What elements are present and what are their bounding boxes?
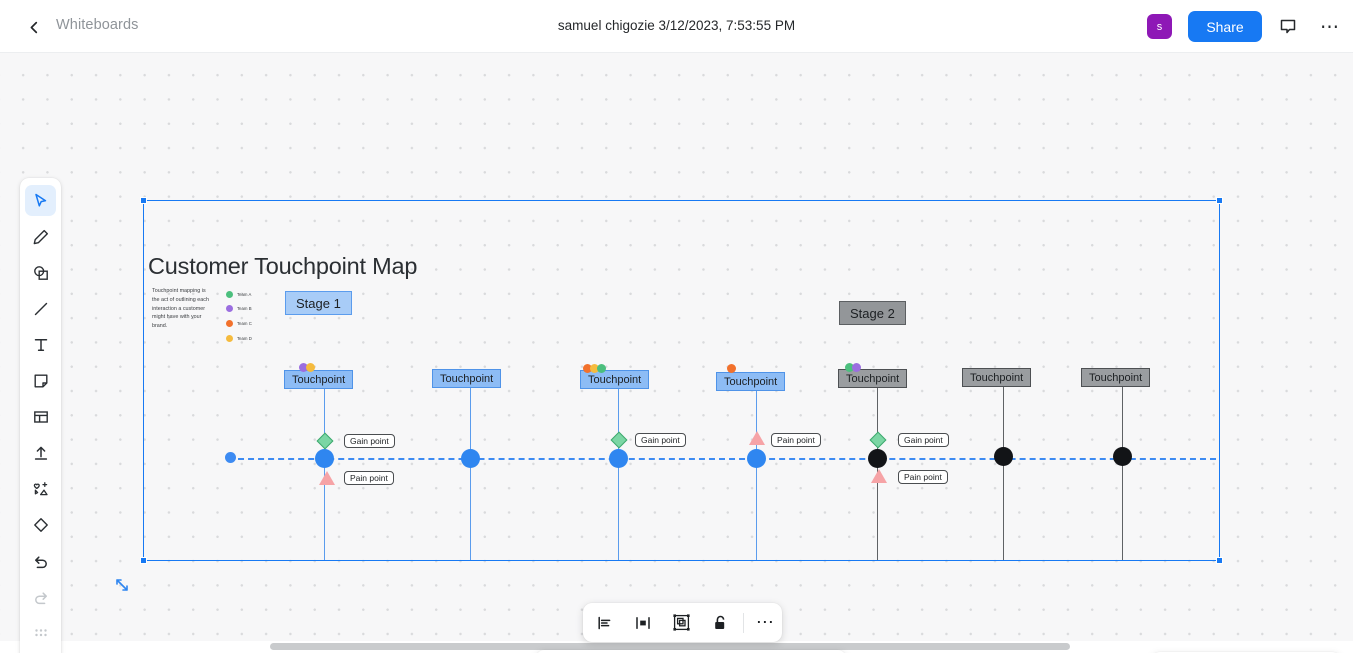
timeline-node[interactable]: [609, 449, 628, 468]
more-tools-grid-icon[interactable]: [25, 617, 56, 648]
group-button[interactable]: [665, 608, 698, 638]
team-color-dot: [226, 305, 233, 313]
horizontal-scrollbar-thumb[interactable]: [270, 643, 1070, 650]
board-title[interactable]: Customer Touchpoint Map: [148, 253, 418, 279]
toolbar-divider: [742, 612, 744, 633]
sticky-note-tool[interactable]: [25, 365, 56, 396]
legend-label: Team B: [237, 306, 252, 312]
avatar[interactable]: s: [1147, 14, 1172, 39]
select-tool[interactable]: [25, 185, 56, 216]
more-options-button[interactable]: ⋯: [755, 612, 775, 632]
team-color-dot: [583, 364, 592, 373]
line-tool[interactable]: [25, 293, 56, 324]
touchpoint-team-dots: [727, 364, 736, 373]
upload-tool[interactable]: [25, 437, 56, 468]
team-color-dot: [845, 363, 854, 372]
selection-frame[interactable]: [140, 197, 1223, 564]
shapes-tool[interactable]: [25, 257, 56, 288]
pain-point-marker[interactable]: [749, 431, 765, 445]
share-button[interactable]: Share: [1188, 11, 1262, 42]
frame-tool[interactable]: [25, 401, 56, 432]
resize-handle-bottom-right[interactable]: [1216, 557, 1223, 564]
touchpoint-box[interactable]: Touchpoint: [962, 368, 1032, 387]
team-color-dot: [590, 364, 599, 373]
touchpoint-team-dots: [583, 364, 606, 373]
templates-tool[interactable]: [25, 473, 56, 504]
whiteboard-canvas[interactable]: Customer Touchpoint Map Touchpoint mappi…: [0, 53, 1353, 653]
lock-button[interactable]: [703, 608, 736, 638]
timeline-node[interactable]: [461, 449, 480, 468]
touchpoint-box[interactable]: Touchpoint: [1081, 368, 1151, 387]
selection-context-toolbar: ⋯: [583, 603, 782, 642]
timeline-node[interactable]: [747, 449, 766, 468]
page-title[interactable]: samuel chigozie 3/12/2023, 7:53:55 PM: [557, 18, 796, 33]
resize-handle-bottom-left[interactable]: [140, 557, 147, 564]
redo-tool[interactable]: [25, 581, 56, 612]
team-color-dot: [727, 364, 736, 373]
share-visibility-toast: Who can see what you share here ✕: [536, 650, 846, 653]
team-color-dot: [597, 364, 606, 373]
timeline-node[interactable]: [994, 447, 1013, 466]
resize-handle-top-right[interactable]: [1216, 197, 1223, 204]
pain-point-marker[interactable]: [871, 469, 887, 483]
team-color-dot: [226, 334, 233, 342]
legend-item[interactable]: Team C: [226, 319, 252, 329]
top-bar: Whiteboards samuel chigozie 3/12/2023, 7…: [0, 0, 1353, 53]
touchpoint-box[interactable]: Touchpoint: [580, 370, 650, 389]
team-color-dot: [306, 363, 315, 372]
legend-item[interactable]: Team A: [226, 289, 252, 299]
left-toolbar: [20, 178, 61, 653]
touchpoint-connector: [1122, 387, 1124, 560]
pen-tool[interactable]: [25, 221, 56, 252]
resize-cursor-icon: [114, 577, 130, 593]
legend-label: Team C: [237, 321, 252, 327]
timeline-node[interactable]: [1113, 447, 1132, 466]
touchpoint-connector: [618, 389, 620, 560]
stage-label-2[interactable]: Stage 2: [839, 301, 906, 325]
comment-icon[interactable]: [1277, 16, 1299, 38]
gain-point-label[interactable]: Gain point: [344, 434, 395, 448]
more-horizontal-icon[interactable]: ⋯: [1320, 16, 1340, 38]
timeline-node[interactable]: [868, 449, 887, 468]
legend-item[interactable]: Team D: [226, 333, 252, 343]
touchpoint-box[interactable]: Touchpoint: [432, 369, 502, 388]
timeline-node[interactable]: [315, 449, 334, 468]
pain-point-label[interactable]: Pain point: [898, 470, 948, 484]
pain-point-label[interactable]: Pain point: [771, 433, 821, 447]
touchpoint-team-dots: [845, 363, 861, 372]
touchpoint-connector: [1003, 387, 1005, 560]
team-color-dot: [226, 320, 233, 328]
team-legend: Team A Team B Team C Team D: [226, 289, 252, 348]
eraser-tool[interactable]: [25, 509, 56, 540]
touchpoint-connector: [470, 388, 472, 560]
pain-point-label[interactable]: Pain point: [344, 471, 394, 485]
resize-handle-top-left[interactable]: [140, 197, 147, 204]
back-chevron-icon[interactable]: [22, 15, 46, 39]
legend-item[interactable]: Team B: [226, 304, 252, 314]
breadcrumb[interactable]: Whiteboards: [56, 17, 139, 33]
touchpoint-box[interactable]: Touchpoint: [838, 369, 908, 388]
pain-point-marker[interactable]: [319, 471, 335, 485]
touchpoint-connector: [756, 390, 758, 560]
timeline-start-cap: [225, 452, 236, 463]
team-color-dot: [226, 290, 233, 298]
legend-label: Team A: [237, 291, 252, 297]
distribute-button[interactable]: [626, 608, 659, 638]
gain-point-label[interactable]: Gain point: [635, 433, 686, 447]
team-color-dot: [299, 363, 308, 372]
legend-label: Team D: [237, 335, 252, 341]
align-left-button[interactable]: [588, 608, 621, 638]
touchpoint-box[interactable]: Touchpoint: [716, 372, 786, 391]
team-color-dot: [852, 363, 861, 372]
timeline-axis[interactable]: [228, 458, 1216, 460]
undo-tool[interactable]: [25, 545, 56, 576]
gain-point-label[interactable]: Gain point: [898, 433, 949, 447]
touchpoint-box[interactable]: Touchpoint: [284, 370, 354, 389]
board-description[interactable]: Touchpoint mapping is the act of outlini…: [152, 288, 209, 329]
stage-label-1[interactable]: Stage 1: [285, 291, 352, 315]
text-tool[interactable]: [25, 329, 56, 360]
touchpoint-team-dots: [299, 363, 315, 372]
